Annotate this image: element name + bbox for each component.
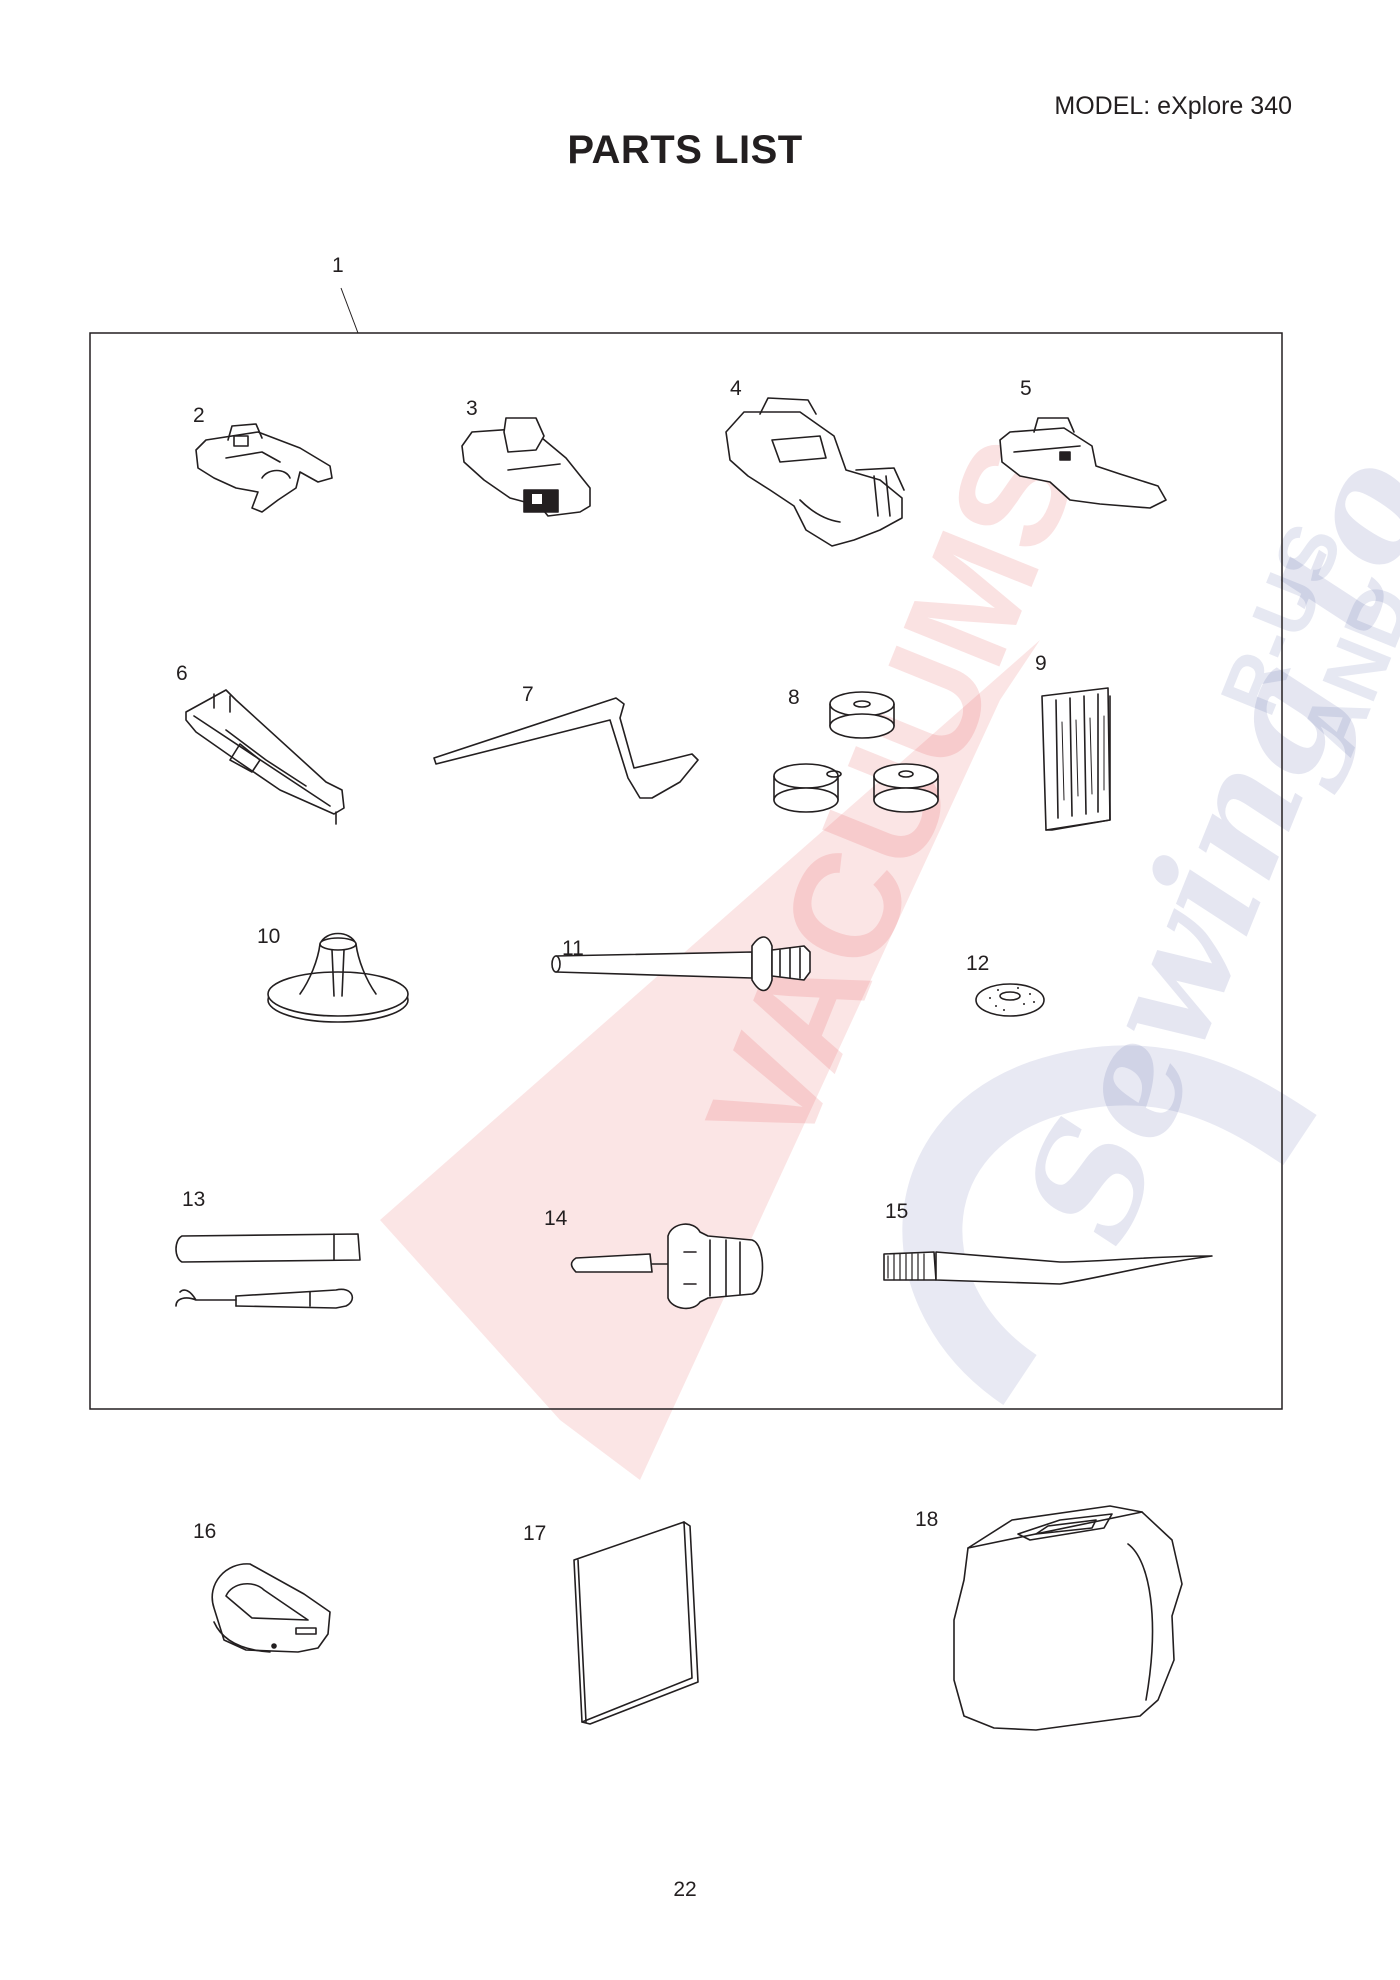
part-number-15: 15 — [885, 1200, 909, 1223]
part-number-9: 9 — [1035, 652, 1047, 675]
part-number-17: 17 — [523, 1522, 547, 1545]
model-label: MODEL: eXplore 340 — [1054, 92, 1292, 120]
part-number-1: 1 — [332, 254, 344, 277]
felt-washer-illustration — [975, 983, 1045, 1017]
wrench-illustration — [433, 697, 699, 799]
part-number-2: 2 — [193, 404, 205, 427]
part-number-3: 3 — [466, 397, 478, 420]
blind-hem-foot-illustration — [999, 417, 1167, 509]
seam-ripper-illustration — [175, 1233, 361, 1309]
page-number: 22 — [673, 1878, 697, 1901]
part-number-11: 11 — [562, 937, 584, 960]
instruction-book-illustration — [573, 1521, 699, 1725]
part-number-6: 6 — [176, 662, 188, 685]
part-number-18: 18 — [915, 1508, 939, 1531]
bobbins-illustration — [773, 691, 939, 813]
part-number-7: 7 — [522, 683, 534, 706]
zigzag-foot-illustration — [195, 423, 333, 513]
overedge-foot-illustration — [725, 397, 905, 547]
part-number-16: 16 — [193, 1520, 217, 1543]
presser-foot-3-illustration — [461, 417, 591, 517]
page-title: PARTS LIST — [567, 128, 803, 172]
lint-brush-illustration — [883, 1251, 1213, 1285]
part-number-4: 4 — [730, 377, 742, 400]
screwdriver-illustration — [570, 1223, 764, 1310]
part-number-12: 12 — [966, 952, 990, 975]
hard-case-illustration — [953, 1505, 1183, 1731]
part-number-13: 13 — [182, 1188, 206, 1211]
spool-cap-illustration — [267, 932, 409, 1023]
part-number-14: 14 — [544, 1207, 568, 1230]
needle-case-illustration — [1041, 687, 1111, 831]
part-number-5: 5 — [1020, 377, 1032, 400]
foot-control-illustration — [211, 1563, 331, 1653]
part-number-10: 10 — [257, 925, 281, 948]
part-number-8: 8 — [788, 686, 800, 709]
spool-pin-illustration — [551, 936, 811, 992]
buttonhole-foot-illustration — [185, 689, 345, 825]
